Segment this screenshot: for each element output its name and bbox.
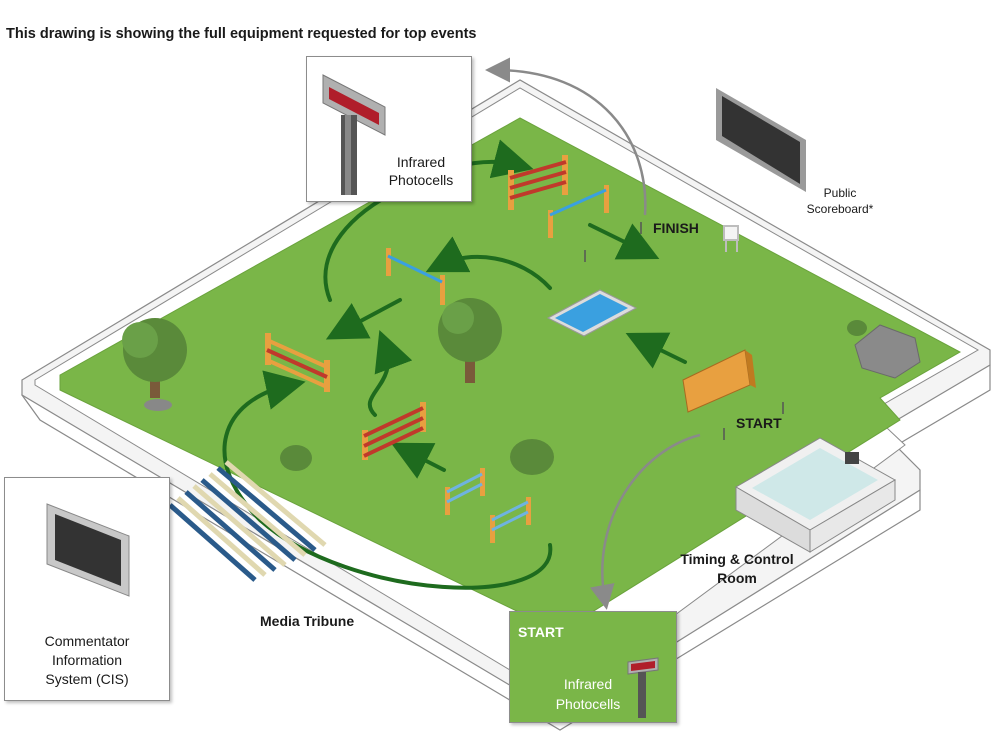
start-label: START — [736, 415, 782, 431]
bush-icon — [847, 320, 867, 336]
timing-control-room-label-line1: Timing & Control — [680, 551, 794, 567]
start-to-infrared-arrow — [589, 433, 701, 610]
jump-fence-icon — [490, 497, 531, 543]
course-path-segment — [367, 330, 413, 417]
chair-icon — [723, 225, 739, 252]
bush-icon — [280, 445, 312, 471]
course-path-segment — [325, 298, 402, 340]
timing-control-room-label-line2: Room — [717, 570, 757, 586]
water-pool-icon — [546, 289, 638, 337]
scoreboard-icon — [716, 88, 806, 192]
course-path-segment — [425, 236, 552, 290]
start-box-label: START — [518, 624, 564, 640]
tree-icon — [438, 298, 502, 383]
finish-label: FINISH — [653, 220, 699, 236]
course-path-segment — [588, 223, 660, 260]
infrared-photocells-top-label-line2: Photocells — [388, 172, 454, 188]
infrared-photocells-top-label-line1: Infrared — [396, 154, 446, 170]
infrared-photocells-top-box: Infrared Photocells — [306, 56, 472, 202]
public-scoreboard-label-line2: Scoreboard* — [806, 202, 874, 216]
jump-fence-icon — [265, 333, 330, 392]
cis-label-line1: Commentator — [44, 633, 130, 649]
course-path — [222, 139, 687, 590]
jump-fence-icon — [508, 155, 568, 210]
infrared-photocells-bottom-label-line1: Infrared — [563, 676, 613, 692]
grass-field — [59, 117, 962, 633]
rock-icon — [854, 324, 921, 379]
infrared-photocell-icon — [322, 74, 386, 195]
grandstand-icon — [168, 460, 327, 582]
diagram-title: This drawing is showing the full equipme… — [6, 26, 477, 42]
public-scoreboard-label-line1: Public — [823, 186, 857, 200]
jump-fence-icon — [445, 468, 485, 515]
bush-icon — [510, 439, 554, 475]
wall-jump-icon — [682, 349, 756, 413]
cis-label-line2: Information — [51, 652, 123, 668]
infrared-photocell-icon — [627, 657, 659, 718]
cis-label-line3: System (CIS) — [45, 671, 129, 687]
start-infrared-box: START Infrared Photocells — [509, 611, 677, 723]
course-path-segment — [390, 442, 446, 479]
course-path-segment — [625, 332, 687, 369]
tree-icon — [122, 318, 187, 411]
marker-flag-icon — [584, 222, 784, 440]
jump-fence-icon — [386, 248, 445, 305]
control-room-icon — [735, 437, 897, 553]
finish-to-infrared-arrow — [485, 57, 647, 216]
cis-box: Commentator Information System (CIS) — [4, 477, 170, 701]
infrared-photocells-bottom-label-line2: Photocells — [555, 696, 621, 712]
jump-fence-icon — [362, 402, 426, 460]
jump-fence-icon — [548, 185, 609, 238]
monitor-icon — [46, 503, 130, 597]
media-tribune-label: Media Tribune — [260, 613, 355, 629]
